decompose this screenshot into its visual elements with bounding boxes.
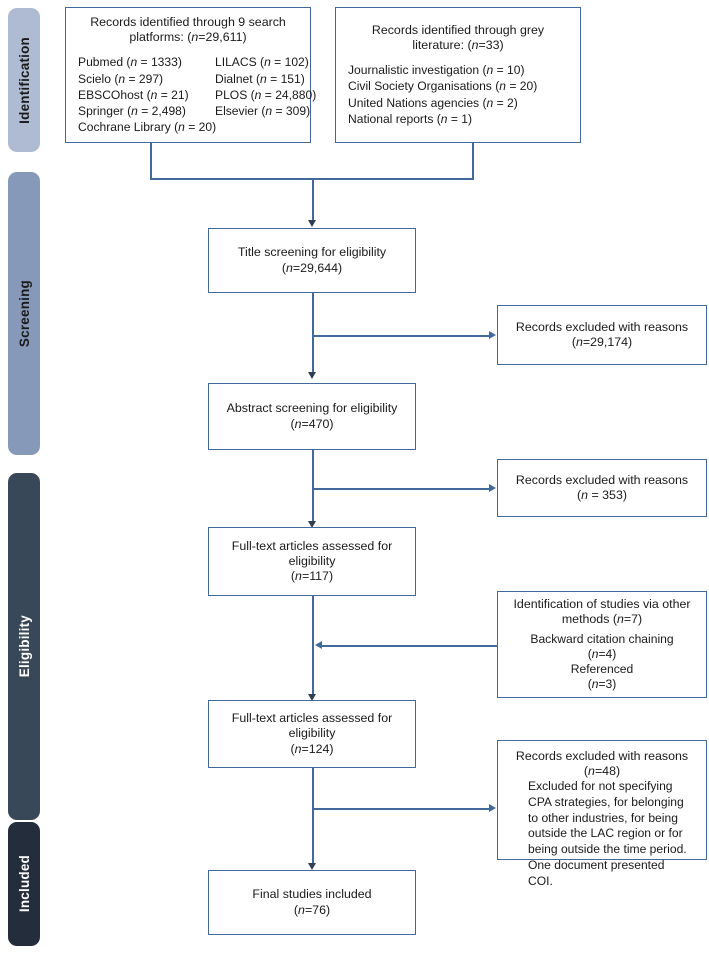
connector-other-methods-inbound [322, 645, 497, 647]
connector-abstract-to-fulltext117 [312, 450, 314, 522]
source-entry: Journalistic investigation (n = 10) [348, 63, 525, 78]
source-entry: Cochrane Library (n = 20) [78, 119, 217, 134]
fulltext124-heading: Full-text articles assessed for eligibil… [231, 711, 393, 741]
connector-title-to-excluded [312, 335, 489, 337]
databases-heading: Records identified through 9 search plat… [90, 15, 286, 45]
arrow-to-fulltext124 [308, 694, 316, 701]
stage-label-eligibility: Eligibility [16, 615, 32, 678]
connector-merge-to-title [312, 178, 314, 221]
fulltext117-count: (n=117) [290, 569, 334, 584]
stage-bar-eligibility: Eligibility [8, 473, 40, 820]
source-entry: Springer (n = 2,498) [78, 103, 186, 118]
title-screening-count: (n=29,644) [281, 260, 343, 275]
source-entry: Pubmed (n = 1333) [78, 55, 182, 70]
other-method-item-count: (n=3) [587, 676, 617, 691]
stage-label-identification: Identification [16, 36, 32, 124]
source-entry: EBSCOhost (n = 21) [78, 87, 189, 102]
box-excluded-title-screening: Records excluded with reasons (n=29,174) [497, 305, 707, 365]
connector-fulltext117-to-fulltext124 [312, 596, 314, 695]
other-methods-items: Backward citation chaining (n=4) Referen… [506, 632, 698, 692]
final-studies-count: (n=76) [293, 902, 331, 917]
grey-heading: Records identified through grey literatu… [371, 22, 545, 53]
stage-bar-screening: Screening [8, 172, 40, 455]
fulltext117-heading: Full-text articles assessed for eligibil… [231, 538, 393, 568]
fulltext124-count: (n=124) [290, 741, 334, 756]
excluded-abstract-count: (n = 353) [577, 488, 627, 502]
arrow-to-fulltext117 [308, 521, 316, 528]
box-excluded-fulltext: Records excluded with reasons (n=48) Exc… [497, 740, 707, 888]
arrow-to-title-screening [308, 220, 316, 227]
source-entry: Dialnet (n = 151) [215, 71, 305, 86]
arrow-to-excluded-title [489, 331, 496, 339]
other-methods-heading: Identification of studies via other meth… [513, 597, 691, 627]
other-method-item: Referenced [570, 661, 634, 676]
arrow-to-final [308, 863, 316, 870]
abstract-screening-heading: Abstract screening for eligibility [226, 401, 398, 416]
grey-source-list: Journalistic investigation (n = 10) Civi… [344, 62, 572, 127]
connector-abstract-to-excluded [312, 488, 489, 490]
excluded-fulltext-reasons: Excluded for not specifying CPA strategi… [528, 779, 687, 888]
title-screening-heading: Title screening for eligibility [237, 245, 387, 260]
box-final-studies-included: Final studies included (n=76) [208, 870, 416, 935]
other-method-item: Backward citation chaining [530, 631, 674, 646]
abstract-screening-count: (n=470) [290, 416, 334, 431]
source-entry: National reports (n = 1) [348, 111, 473, 126]
stage-bar-identification: Identification [8, 8, 40, 152]
box-records-identified-databases: Records identified through 9 search plat… [65, 7, 316, 143]
excluded-title-heading: Records excluded with reasons [515, 319, 689, 334]
arrow-to-excluded-fulltext [489, 804, 496, 812]
arrow-to-abstract-screening [308, 372, 316, 379]
excluded-title-count: (n=29,174) [571, 335, 633, 349]
stage-bar-included: Included [8, 822, 40, 946]
excluded-abstract-heading: Records excluded with reasons [515, 472, 689, 487]
final-studies-heading: Final studies included [252, 887, 372, 902]
excluded-fulltext-heading: Records excluded with reasons [515, 749, 689, 763]
box-fulltext-assessed-124: Full-text articles assessed for eligibil… [208, 700, 416, 768]
box-fulltext-assessed-117: Full-text articles assessed for eligibil… [208, 527, 416, 596]
connector-grey-down [472, 142, 474, 179]
source-entry: PLOS (n = 24,880) [215, 87, 317, 102]
other-method-item-count: (n=4) [587, 646, 617, 661]
box-identification-other-methods: Identification of studies via other meth… [497, 591, 707, 698]
connector-title-to-abstract [312, 293, 314, 373]
connector-fulltext124-to-excluded [312, 808, 489, 810]
source-entry: Scielo (n = 297) [78, 71, 164, 86]
box-records-identified-grey-literature: Records identified through grey literatu… [335, 7, 581, 143]
stage-label-included: Included [16, 855, 32, 913]
box-title-screening: Title screening for eligibility (n=29,64… [208, 228, 416, 293]
connector-databases-down [150, 142, 152, 179]
box-excluded-abstract-screening: Records excluded with reasons (n = 353) [497, 459, 707, 517]
source-entry: United Nations agencies (n = 2) [348, 95, 518, 110]
source-entry: Elsevier (n = 309) [215, 103, 311, 118]
stage-label-screening: Screening [16, 279, 32, 348]
source-entry: LILACS (n = 102) [215, 55, 309, 70]
databases-source-list: Pubmed (n = 1333) LILACS (n = 102) Sciel… [74, 54, 316, 134]
connector-fulltext124-to-final [312, 768, 314, 864]
source-entry: Civil Society Organisations (n = 20) [348, 79, 538, 94]
excluded-fulltext-count: (n=48) [583, 764, 621, 779]
arrow-to-excluded-abstract [489, 484, 496, 492]
arrow-from-other-methods [315, 641, 322, 649]
box-abstract-screening: Abstract screening for eligibility (n=47… [208, 383, 416, 450]
